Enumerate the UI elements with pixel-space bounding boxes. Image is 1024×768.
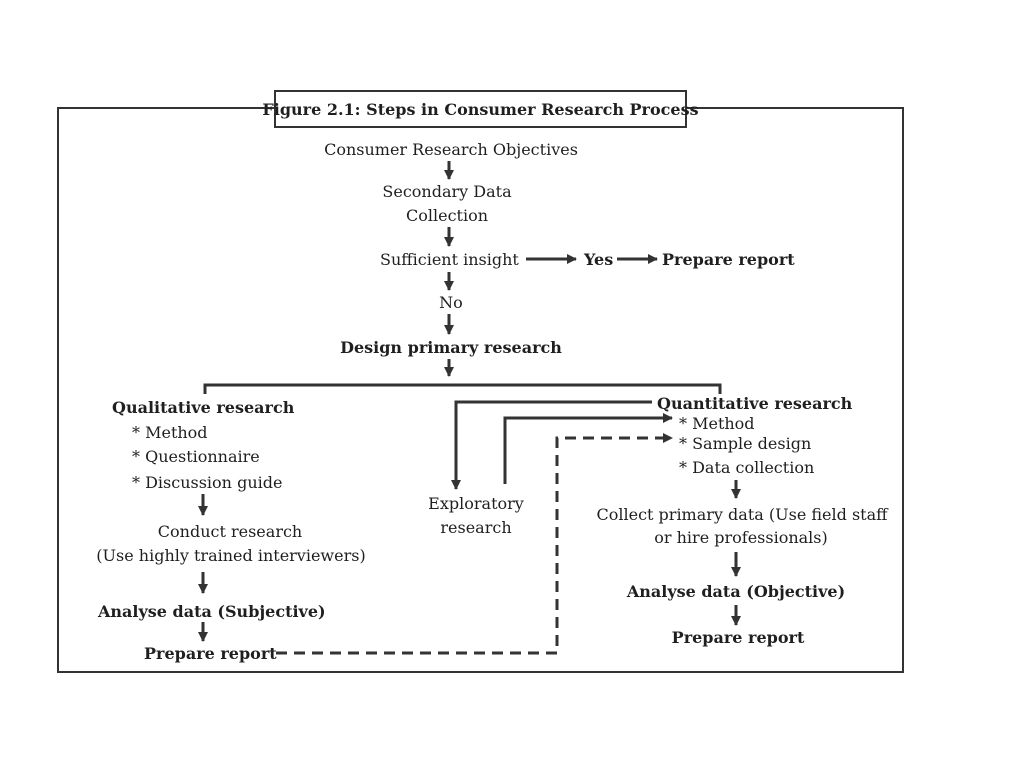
prepare-report-quantitative: Prepare report [671, 628, 805, 647]
consumer-research-objectives: Consumer Research Objectives [324, 140, 578, 159]
quantitative-item-method: * Method [679, 414, 755, 433]
sufficient-insight: Sufficient insight [380, 250, 519, 269]
arrow-exploratory-to-method [503, 413, 673, 484]
branch-connector [203, 383, 722, 394]
exploratory-research-line1: Exploratory [428, 494, 524, 513]
analyse-data-objective: Analyse data (Objective) [626, 582, 846, 601]
analyse-data-subjective: Analyse data (Subjective) [98, 602, 326, 621]
qualitative-item-method: * Method [132, 423, 208, 442]
exploratory-research-line2: research [440, 518, 512, 537]
quantitative-item-data-collection: * Data collection [679, 458, 815, 477]
secondary-data-line1: Secondary Data [382, 182, 512, 201]
yes-label: Yes [584, 250, 614, 269]
conduct-research-line2: (Use highly trained interviewers) [96, 546, 366, 565]
quantitative-research-title: Quantitative research [657, 394, 853, 413]
figure-title: Figure 2.1: Steps in Consumer Research P… [262, 90, 699, 128]
qualitative-item-discussion-guide: * Discussion guide [132, 473, 283, 492]
design-primary-research: Design primary research [340, 338, 562, 357]
dashed-report-to-sample-design [276, 433, 673, 655]
qualitative-research-title: Qualitative research [112, 398, 295, 417]
qualitative-item-questionnaire: * Questionnaire [132, 447, 260, 466]
quantitative-item-sample-design: * Sample design [679, 434, 812, 453]
collect-primary-data-line2: or hire professionals) [654, 528, 828, 547]
arrow-quant-to-exploratory [451, 400, 652, 490]
conduct-research-line1: Conduct research [157, 522, 303, 541]
secondary-data-line2: Collection [405, 206, 489, 225]
prepare-report-top: Prepare report [662, 250, 795, 269]
no-label: No [439, 293, 463, 312]
prepare-report-qualitative: Prepare report [144, 644, 277, 663]
collect-primary-data-line1: Collect primary data (Use field staff [596, 505, 888, 524]
